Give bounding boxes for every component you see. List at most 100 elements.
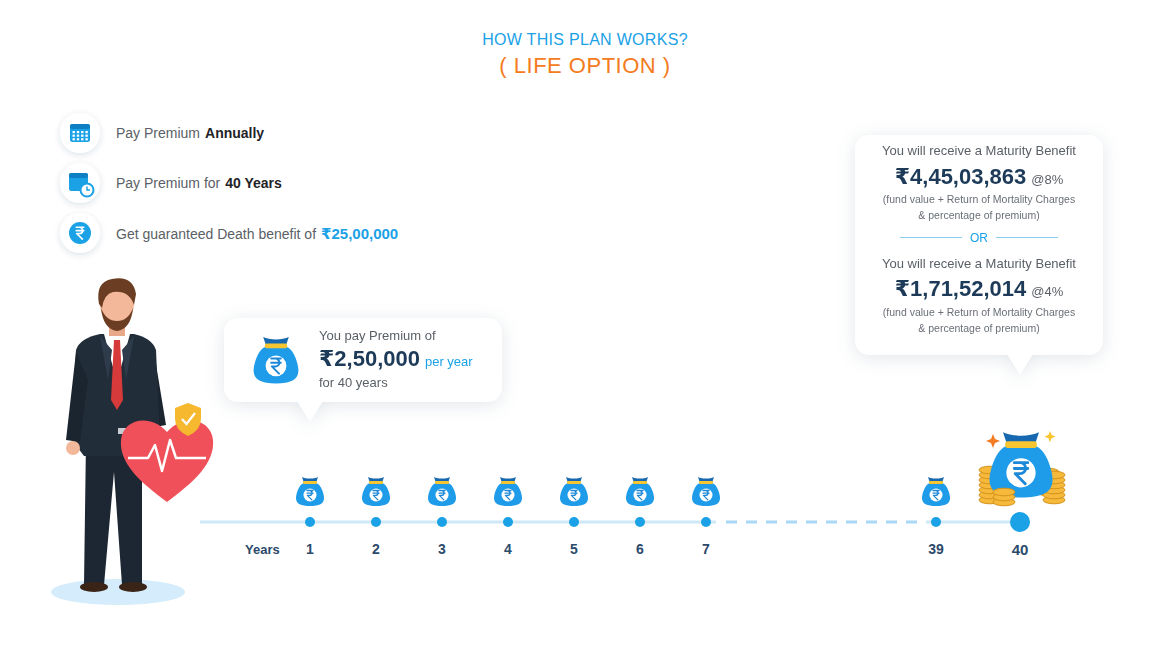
illustration-part <box>98 278 136 308</box>
callout-text: @8% <box>1031 172 1063 187</box>
timeline-dot <box>931 517 941 527</box>
sparkle <box>1044 431 1055 442</box>
year-label: 40 <box>1012 541 1029 558</box>
label-row: 1 <box>306 541 314 557</box>
illustration-part <box>303 481 317 484</box>
callout-text: (fund value + Return of Mortality Charge… <box>879 305 1079 337</box>
illustration-part <box>85 131 87 133</box>
year-label: 3 <box>438 541 446 557</box>
illustration-part <box>69 222 91 244</box>
info-label: ₹25,00,000 <box>321 225 398 243</box>
illustration-part <box>567 481 581 484</box>
rupee-icon <box>69 222 91 244</box>
title-wrap: HOW THIS PLAN WORKS? <box>482 31 688 49</box>
illustration-part <box>81 138 83 140</box>
calendar-clock-icon <box>69 173 94 197</box>
money-bag-icon <box>362 477 390 506</box>
shield-symbol <box>175 403 201 436</box>
rupee-symbol <box>373 491 379 500</box>
callout-text: ₹1,71,52,014 <box>895 273 1027 305</box>
label-row: 40 <box>1012 541 1029 558</box>
money-bag-icon <box>494 477 522 506</box>
year-label: 5 <box>570 541 578 557</box>
illustration-part <box>69 173 88 178</box>
illustration-part <box>699 481 713 484</box>
rupee-symbol <box>307 491 313 500</box>
info-label: ( LIFE OPTION ) <box>499 53 670 79</box>
timeline-dot <box>635 517 645 527</box>
illustration-part <box>51 579 185 605</box>
text-row: for 40 years <box>319 374 488 392</box>
sparkle <box>986 434 1000 448</box>
text-row: ₹1,71,52,014 @4% <box>869 273 1089 305</box>
maturity-callout: You will receive a Maturity Benefit₹4,45… <box>855 135 1103 355</box>
label-row: 7 <box>702 541 710 557</box>
label-row: Pay Premium for40 Years <box>116 175 282 191</box>
money-bag-icon <box>428 477 456 506</box>
rupee-symbol <box>637 491 643 500</box>
text-row: You pay Premium of <box>319 327 488 345</box>
illustration-part <box>66 352 88 442</box>
callout-text: @4% <box>1031 284 1063 299</box>
illustration-part <box>633 481 647 484</box>
illustration-part <box>362 483 390 506</box>
rupee-symbol <box>76 227 84 239</box>
callout-text: per year <box>425 354 473 369</box>
illustration-part <box>128 440 206 471</box>
illustration-part <box>111 340 123 410</box>
money-bag-icon <box>922 477 950 506</box>
icon-badge <box>60 113 100 153</box>
illustration-part <box>566 477 582 483</box>
callout-text: ₹4,45,03,863 <box>895 161 1027 193</box>
label-row: ( LIFE OPTION ) <box>499 53 670 79</box>
money-bag-icon <box>254 337 299 383</box>
label-row: 2 <box>372 541 380 557</box>
money-bag-icon <box>990 432 1053 497</box>
label-row: 4 <box>504 541 512 557</box>
coin <box>993 488 1015 496</box>
label-row: 6 <box>636 541 644 557</box>
money-bag-icon <box>248 328 304 392</box>
callout-text: You will receive a Maturity Benefit <box>882 141 1076 161</box>
rupee-symbol <box>271 359 281 374</box>
label-row: Years <box>245 542 280 557</box>
illustration-part <box>929 481 943 484</box>
heart-symbol <box>121 421 213 502</box>
text-row: OR <box>869 231 1089 245</box>
illustration-part <box>70 124 90 142</box>
callout-text: OR <box>970 231 988 245</box>
illustration-part <box>77 131 79 133</box>
illustration-part <box>81 184 94 197</box>
illustration-part <box>182 413 195 424</box>
illustration-part <box>494 483 522 506</box>
year-label: 7 <box>702 541 710 557</box>
timeline-dot <box>701 517 711 527</box>
illustration-part <box>626 483 654 506</box>
illustration-part <box>304 489 317 502</box>
money-bag-icon <box>692 477 720 506</box>
callout-text: (fund value + Return of Mortality Charge… <box>879 192 1079 224</box>
illustration-part <box>428 483 456 506</box>
timeline-dot <box>503 517 513 527</box>
timeline-dot <box>569 517 579 527</box>
info-label: Pay Premium for <box>116 175 220 191</box>
illustration-part <box>101 308 133 331</box>
info-label: Get guaranteed Death benefit of <box>116 226 316 242</box>
illustration-part <box>501 481 515 484</box>
callout-text: You pay Premium of <box>319 327 436 345</box>
timeline-dot <box>305 517 315 527</box>
illustration-part <box>73 138 75 140</box>
illustration-part <box>70 124 90 129</box>
callout-text: for 40 years <box>319 374 388 392</box>
money-bag-icon <box>626 477 654 506</box>
callout-text: ₹2,50,000 <box>319 345 420 374</box>
timeline-dot <box>437 517 447 527</box>
illustration-part <box>66 441 80 455</box>
money-bag-icon <box>560 477 588 506</box>
rupee-symbol <box>505 491 511 500</box>
illustration-part <box>370 489 383 502</box>
illustration-part <box>369 481 383 484</box>
text-row: ₹2,50,000 per year <box>319 345 488 374</box>
illustration-part <box>1006 458 1035 487</box>
